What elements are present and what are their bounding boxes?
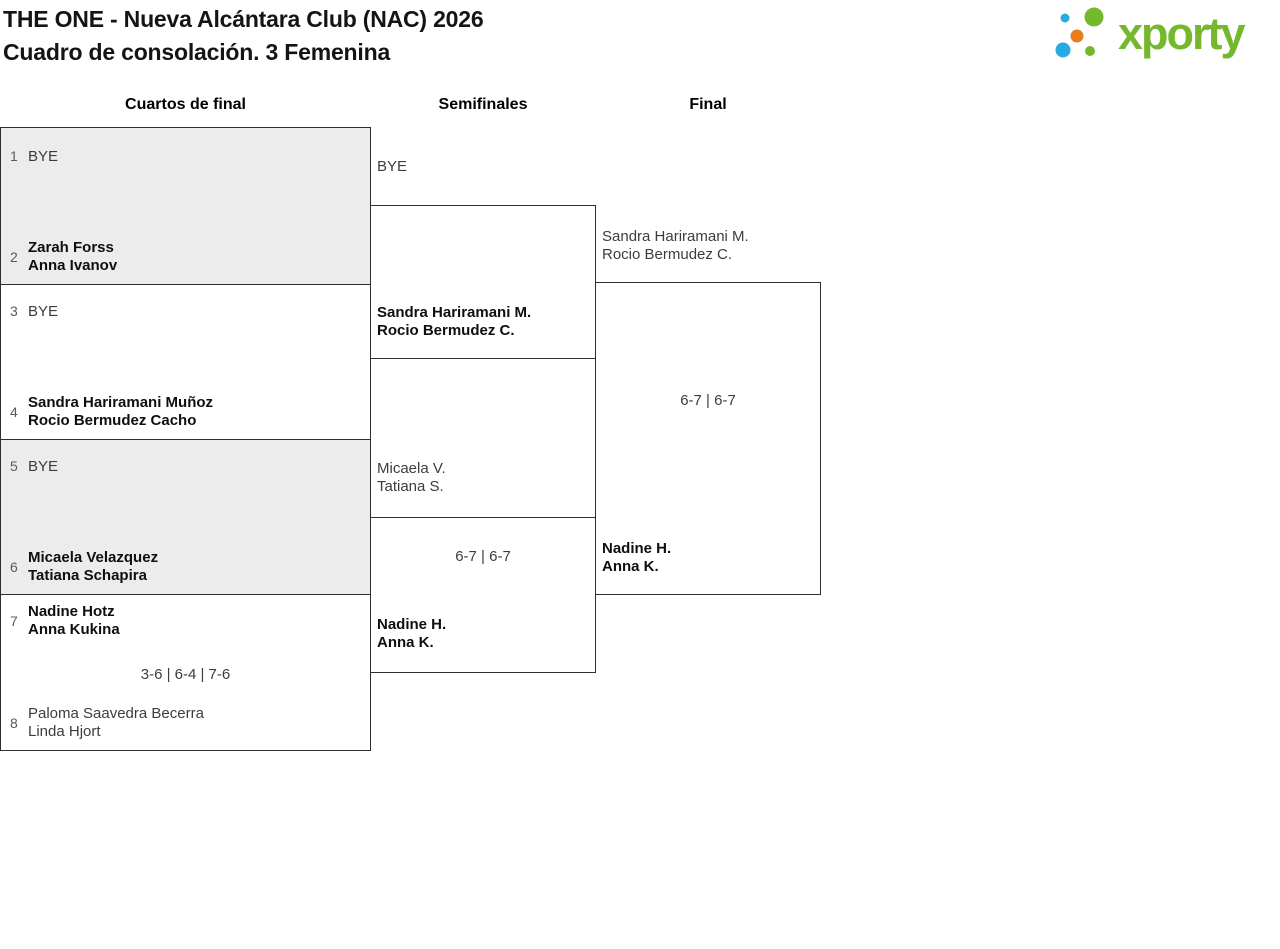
seed-number: 6 bbox=[10, 559, 18, 575]
seed-number: 7 bbox=[10, 613, 18, 629]
team-name: Nadine Hotz Anna Kukina bbox=[28, 603, 120, 638]
qf2-top-slot: 3 BYE bbox=[1, 303, 370, 321]
team-name: BYE bbox=[28, 458, 59, 475]
qf-match-4[interactable]: 7 Nadine Hotz Anna Kukina 3-6 | 6-4 | 7-… bbox=[0, 594, 371, 751]
qf-match-1[interactable]: 1 BYE 2 Zarah Forss Anna Ivanov bbox=[0, 127, 371, 285]
page-title: THE ONE - Nueva Alcántara Club (NAC) 202… bbox=[3, 3, 484, 69]
qf-match-3[interactable]: 5 BYE 6 Micaela Velazquez Tatiana Schapi… bbox=[0, 439, 371, 595]
final-match[interactable] bbox=[595, 282, 821, 595]
match-score: 3-6 | 6-4 | 7-6 bbox=[140, 666, 231, 683]
qf4-top-slot: 7 Nadine Hotz Anna Kukina bbox=[1, 603, 370, 639]
qf1-bottom-slot: 2 Zarah Forss Anna Ivanov bbox=[1, 239, 370, 275]
sf-match-2[interactable] bbox=[370, 517, 596, 673]
team-name: BYE bbox=[28, 148, 59, 165]
xporty-wordmark: xporty bbox=[1118, 8, 1246, 59]
seed-number: 8 bbox=[10, 715, 18, 731]
xporty-logo[interactable]: xporty bbox=[1044, 2, 1246, 66]
team-name: BYE bbox=[28, 303, 59, 320]
match-score: 6-7 | 6-7 bbox=[680, 392, 736, 409]
qf1-top-slot: 1 BYE bbox=[1, 148, 370, 166]
team-name: Paloma Saavedra Becerra Linda Hjort bbox=[28, 705, 204, 740]
qf4-bottom-slot: 8 Paloma Saavedra Becerra Linda Hjort bbox=[1, 705, 370, 741]
team-name: Zarah Forss Anna Ivanov bbox=[28, 239, 118, 274]
round-header-quarterfinals: Cuartos de final bbox=[125, 96, 246, 113]
seed-number: 2 bbox=[10, 249, 18, 265]
sf1-bottom-team: Sandra Hariramani M. Rocio Bermudez C. bbox=[377, 304, 532, 339]
qf3-bottom-slot: 6 Micaela Velazquez Tatiana Schapira bbox=[1, 549, 370, 585]
seed-number: 5 bbox=[10, 458, 18, 474]
seed-number: 4 bbox=[10, 404, 18, 420]
sf2-bottom-team: Nadine H. Anna K. bbox=[377, 616, 447, 651]
match-score: 6-7 | 6-7 bbox=[455, 548, 511, 565]
final-bottom-team: Nadine H. Anna K. bbox=[602, 540, 672, 575]
sf1-top-team: BYE bbox=[377, 158, 408, 175]
sf2-top-team: Micaela V. Tatiana S. bbox=[377, 460, 446, 495]
round-header-final: Final bbox=[689, 96, 727, 113]
draw-subtitle: Cuadro de consolación. 3 Femenina bbox=[3, 39, 391, 65]
qf2-bottom-slot: 4 Sandra Hariramani Muñoz Rocio Bermudez… bbox=[1, 394, 370, 430]
round-header-semifinals: Semifinales bbox=[438, 96, 528, 113]
tournament-title: THE ONE - Nueva Alcántara Club (NAC) 202… bbox=[3, 6, 484, 32]
final-top-team: Sandra Hariramani M. Rocio Bermudez C. bbox=[602, 228, 749, 263]
qf-match-2[interactable]: 3 BYE 4 Sandra Hariramani Muñoz Rocio Be… bbox=[0, 284, 371, 440]
team-name: Sandra Hariramani Muñoz Rocio Bermudez C… bbox=[28, 394, 214, 429]
seed-number: 3 bbox=[10, 303, 18, 319]
team-name: Micaela Velazquez Tatiana Schapira bbox=[28, 549, 159, 584]
xporty-dots-icon bbox=[1055, 7, 1104, 58]
seed-number: 1 bbox=[10, 148, 18, 164]
qf3-top-slot: 5 BYE bbox=[1, 458, 370, 476]
